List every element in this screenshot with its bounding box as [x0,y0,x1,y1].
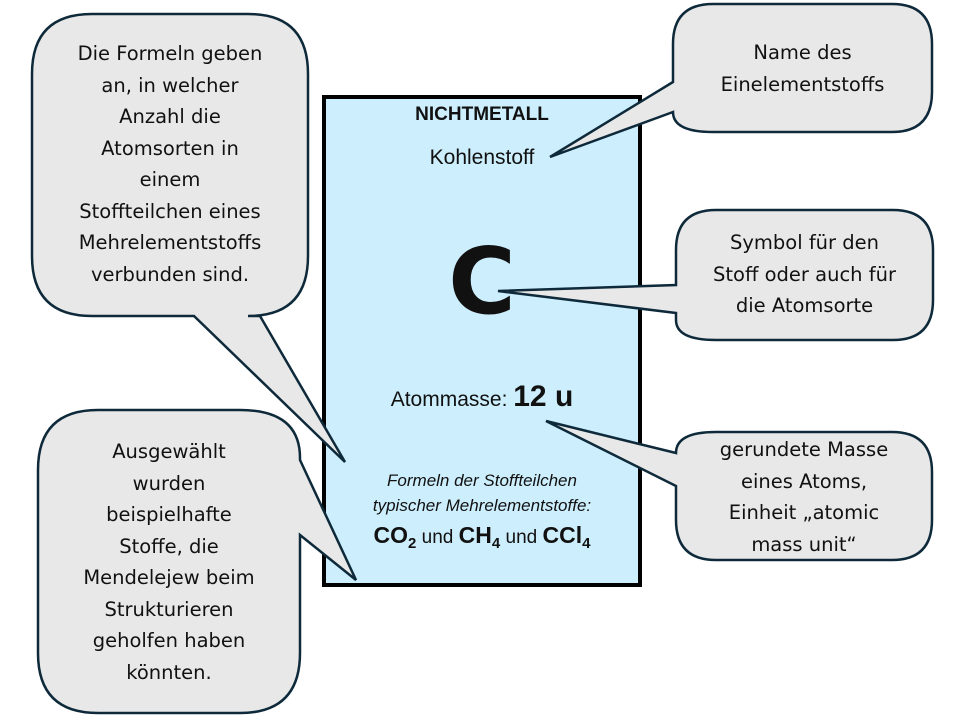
formula-co2: CO2 [373,522,417,552]
callout-symbol-note-shape [497,208,935,342]
callout-formulas-explained-shape [30,12,347,463]
formula-caption-line: typischer Mehrelementstoffe: [372,496,592,515]
callout-name-note-shape [549,2,934,159]
callout-line: Ausgewählt [112,440,226,463]
callout-symbol-note: Symbol für den Stoff oder auch für die A… [676,227,933,322]
element-card [322,95,642,587]
callout-line: mass unit“ [751,532,857,556]
callout-line: könnten. [126,660,212,684]
formula-joiner: und [421,527,454,548]
callout-formulas-explained: Die Formeln geben an, in welcher Anzahl … [32,38,308,290]
callout-line: Die Formeln geben [77,42,263,65]
callout-line: Stoffe, die [119,534,219,558]
callout-line: geholfen haben [92,629,246,652]
callout-line: wurden [132,471,206,495]
callout-name-note: Name des Einelementstoffs [673,37,932,100]
callout-line: Stoff oder auch für [713,262,896,286]
callout-line: Stoffteilchen eines [79,199,261,223]
element-symbol: C [448,228,516,335]
formula-ccl4: CCl4 [542,522,591,552]
callout-line: Strukturieren [104,597,234,621]
callout-line: an, in welcher [101,73,239,97]
callout-line: eines Atoms, [740,469,868,493]
callout-mass-note: gerundete Masse eines Atoms, Einheit „at… [676,434,932,560]
element-category: NICHTMETALL [415,104,549,125]
atomic-mass: Atommasse: 12 u [322,380,642,414]
callout-line: Einelementstoffs [720,72,885,96]
atomic-mass-label: Atommasse: [390,388,508,411]
callout-line: Einheit „atomic [728,501,880,524]
callout-mass-note-shape [545,419,934,562]
callout-selection-note-shape [36,408,358,715]
formula-caption: Formeln der Stoffteilchen typischer Mehr… [322,468,642,518]
callout-line: gerundete Masse [719,438,889,461]
formula-joiner: und [505,527,538,548]
callout-line: beispielhafte [106,503,232,526]
callout-line: Mehrelementstoffs [78,231,262,254]
example-formulas: CO2 und CH4 und CCl4 [322,522,642,552]
callout-line: Mendelejew beim [83,566,255,589]
callout-line: verbunden sind. [90,262,250,286]
callout-selection-note: Ausgewählt wurden beispielhafte Stoffe, … [38,436,300,688]
atomic-mass-value: 12 u [513,380,574,413]
callout-line: Anzahl die [119,105,221,128]
callout-line: Symbol für den [729,231,879,254]
formula-caption-line: Formeln der Stoffteilchen [387,471,577,490]
callout-line: Name des [753,41,852,64]
formula-ch4: CH4 [458,522,501,552]
callout-line: die Atomsorte [735,294,874,317]
callout-line: einem [139,168,201,191]
element-name: Kohlenstoff [429,146,535,169]
callout-line: Atomsorten in [101,136,239,160]
